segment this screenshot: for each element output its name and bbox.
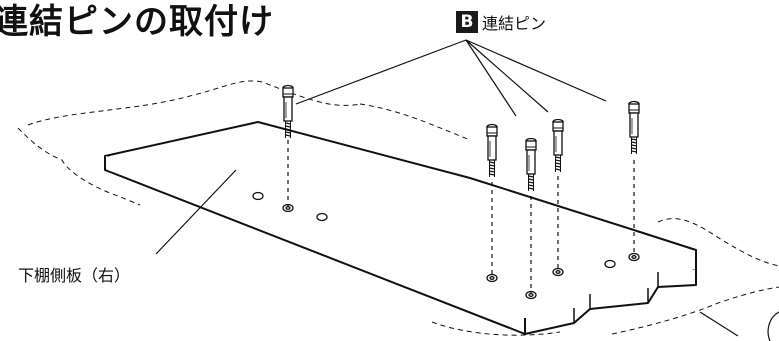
leader-lines: [155, 39, 779, 341]
hole: [631, 255, 637, 259]
connecting-pins: [282, 84, 640, 191]
panel-label: 下棚側板（右）: [18, 266, 131, 285]
panel-leader-line: [155, 169, 237, 255]
pin-leader-line: [465, 39, 517, 117]
pin-callout-label: 連結ピン: [482, 14, 547, 33]
connecting-pin: [525, 137, 537, 191]
pin-callout: B 連結ピン: [456, 10, 546, 34]
board-holes: [252, 191, 640, 300]
pin-leader-line: [465, 39, 607, 102]
hole: [285, 206, 291, 210]
offpage-leader-line: [699, 311, 739, 337]
hole: [528, 293, 534, 297]
page-title: 連結ピンの取付け: [0, 2, 274, 42]
offpage-curve: [767, 311, 779, 341]
insertion-guides: [287, 140, 635, 293]
connecting-pin: [486, 123, 498, 177]
connecting-pin: [628, 100, 640, 154]
dashed-background-outline: [17, 80, 779, 336]
pin-leader-line: [295, 39, 467, 105]
hole: [604, 259, 616, 269]
hole: [489, 276, 495, 280]
connecting-pin: [282, 84, 294, 138]
part-letter-badge: B: [456, 11, 478, 33]
connecting-pin: [552, 118, 564, 172]
hole: [252, 191, 264, 201]
pin-leader-line: [465, 39, 549, 113]
hole: [555, 270, 561, 274]
hole: [316, 212, 328, 222]
